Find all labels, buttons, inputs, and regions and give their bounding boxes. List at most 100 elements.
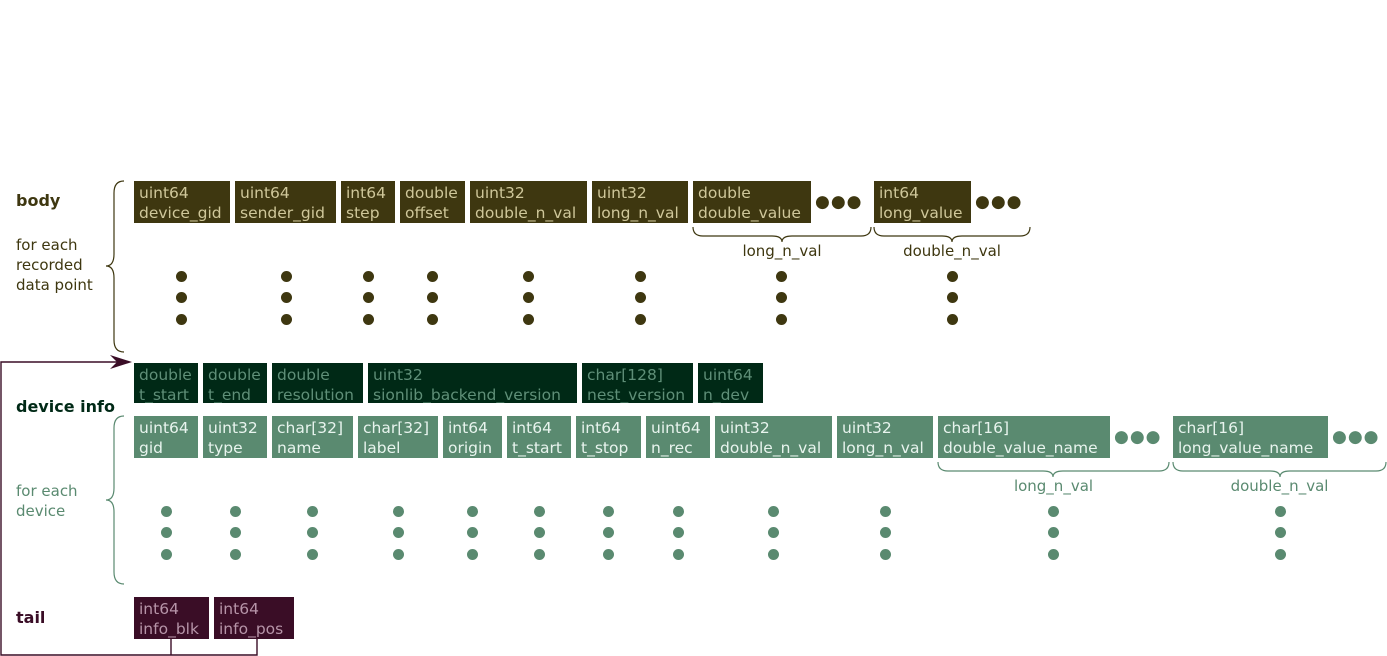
device-repeat-dot xyxy=(160,505,172,517)
device-repeat-dot xyxy=(1047,505,1059,517)
body-repeat-dot xyxy=(426,270,438,282)
device-repeat-ellipsis-1: ●●● xyxy=(1114,427,1162,447)
device-repeat-dot xyxy=(1047,526,1059,538)
section-subtitle-device-info: for each device xyxy=(16,482,78,520)
body-repeat-dot xyxy=(175,291,187,303)
device-repeat-dot xyxy=(767,505,779,517)
tail-connector-info-pos xyxy=(0,361,258,656)
device-repeat-dot xyxy=(306,505,318,517)
device-repeat-dot xyxy=(1274,548,1286,560)
device-repeat-dot xyxy=(229,548,241,560)
body-repeat-dot xyxy=(946,270,958,282)
device-repeat-dot xyxy=(229,526,241,538)
section-subtitle-body: for each recorded data point xyxy=(16,236,93,294)
body-repeat-dot xyxy=(634,270,646,282)
body-repeat-dot xyxy=(280,313,292,325)
device-repeat-dot xyxy=(533,526,545,538)
device-repeat-label-2: double_n_val xyxy=(1230,477,1329,495)
body-repeat-dot xyxy=(522,313,534,325)
device-repeat-dot xyxy=(1274,505,1286,517)
device-repeat-dot xyxy=(1047,548,1059,560)
body-repeat-dot xyxy=(775,313,787,325)
device-repeat-dot xyxy=(672,526,684,538)
device-repeat-dot xyxy=(602,505,614,517)
body-repeat-dot xyxy=(175,270,187,282)
body-repeat-dot xyxy=(426,291,438,303)
body-repeat-dot xyxy=(362,270,374,282)
device-repeat-dot xyxy=(879,505,891,517)
body-repeat-dot xyxy=(946,291,958,303)
section-title-body: body xyxy=(16,191,61,210)
device-field-long-value-name: char[16]long_value_name xyxy=(1173,416,1328,458)
device-repeat-dot xyxy=(767,548,779,560)
body-repeat-dot xyxy=(175,313,187,325)
device-repeat-dot xyxy=(466,505,478,517)
device-field-name: char[32]name xyxy=(272,416,353,458)
device-repeat-dot xyxy=(879,548,891,560)
body-repeat-dot xyxy=(775,291,787,303)
device-repeat-dot xyxy=(306,526,318,538)
body-repeat-dot xyxy=(280,291,292,303)
body-repeat-label-1: long_n_val xyxy=(742,242,822,260)
device-repeat-dot xyxy=(672,505,684,517)
device-field-label: char[32]label xyxy=(358,416,438,458)
body-repeat-dot xyxy=(362,291,374,303)
device-repeat-dot xyxy=(229,505,241,517)
body-repeat-dot xyxy=(946,313,958,325)
body-repeat-dot xyxy=(522,291,534,303)
body-repeat-dot xyxy=(634,291,646,303)
device-repeat-dot xyxy=(533,505,545,517)
device-repeat-ellipsis-2: ●●● xyxy=(1332,427,1380,447)
device-repeat-dot xyxy=(533,548,545,560)
brace-device xyxy=(105,415,125,585)
device-repeat-dot xyxy=(466,526,478,538)
section-title-device-info: device info xyxy=(16,397,115,416)
device-repeat-dot xyxy=(879,526,891,538)
body-repeat-ellipsis-2: ●●● xyxy=(975,192,1023,212)
device-repeat-dot xyxy=(466,548,478,560)
info-field-nest-version: char[128]nest_version xyxy=(582,363,693,403)
body-repeat-dot xyxy=(634,313,646,325)
body-repeat-dot xyxy=(426,313,438,325)
device-repeat-dot xyxy=(602,548,614,560)
under-brace-body-1 xyxy=(692,226,872,243)
device-repeat-dot xyxy=(672,548,684,560)
under-brace-device-1 xyxy=(937,461,1170,478)
body-repeat-dot xyxy=(522,270,534,282)
device-repeat-dot xyxy=(160,548,172,560)
device-repeat-dot xyxy=(160,526,172,538)
device-repeat-dot xyxy=(1274,526,1286,538)
under-brace-body-2 xyxy=(873,226,1031,243)
brace-body xyxy=(105,180,125,353)
section-title-tail: tail xyxy=(16,608,46,627)
body-repeat-label-2: double_n_val xyxy=(903,242,1001,260)
device-repeat-dot xyxy=(392,548,404,560)
device-repeat-dot xyxy=(392,505,404,517)
device-repeat-label-1: long_n_val xyxy=(1013,477,1094,495)
body-repeat-dot xyxy=(280,270,292,282)
device-repeat-dot xyxy=(392,526,404,538)
body-repeat-ellipsis-1: ●●● xyxy=(815,192,863,212)
